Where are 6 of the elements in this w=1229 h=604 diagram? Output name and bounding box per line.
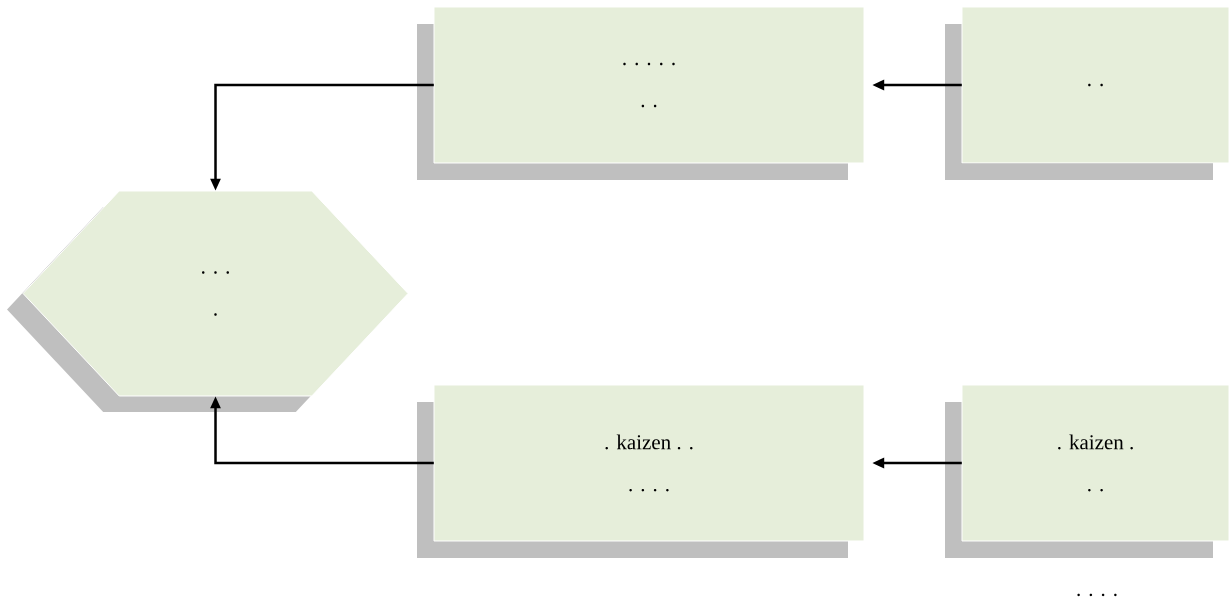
hexagon-node: . . . .: [7, 190, 409, 412]
process-box: . .: [945, 6, 1229, 180]
note-text: . . . .: [1077, 593, 1117, 597]
process-box: . . . . . . .: [417, 6, 865, 180]
process-box: . kaizen . . .: [945, 384, 1229, 558]
process-box: . kaizen . . . . . .: [417, 384, 865, 558]
